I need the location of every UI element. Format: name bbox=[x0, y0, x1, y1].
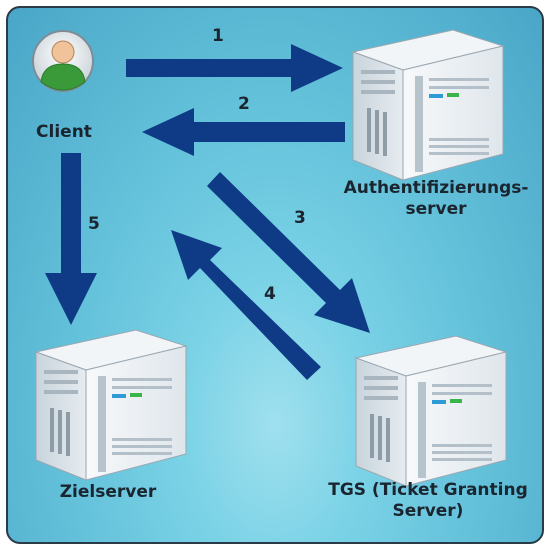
client-label: Client bbox=[36, 122, 92, 142]
step-number-2: 2 bbox=[238, 94, 250, 114]
step-number-3: 3 bbox=[294, 208, 306, 228]
arrow-1 bbox=[126, 44, 343, 92]
diagram-canvas bbox=[32, 29, 507, 487]
tgs-server-icon bbox=[355, 335, 507, 487]
kerberos-diagram: 1 2 3 4 5 Client Authentifizierungs- ser… bbox=[6, 6, 544, 544]
auth-server-label-line2: server bbox=[405, 199, 467, 219]
zielserver-label: Zielserver bbox=[59, 482, 157, 502]
client-avatar-icon bbox=[32, 30, 94, 92]
step-number-4: 4 bbox=[264, 284, 276, 304]
arrow-4 bbox=[171, 230, 321, 380]
arrow-5 bbox=[45, 153, 97, 325]
target-server-icon bbox=[35, 329, 187, 481]
step-number-1: 1 bbox=[212, 26, 224, 46]
arrow-3 bbox=[207, 172, 370, 333]
tgs-label-line2: Server) bbox=[392, 501, 464, 521]
authentication-server-icon bbox=[352, 29, 504, 181]
step-number-5: 5 bbox=[88, 214, 100, 234]
tgs-label-line1: TGS (Ticket Granting bbox=[328, 480, 528, 500]
auth-server-label-line1: Authentifizierungs- bbox=[343, 178, 529, 198]
arrows bbox=[45, 44, 370, 380]
arrow-2 bbox=[142, 108, 345, 156]
